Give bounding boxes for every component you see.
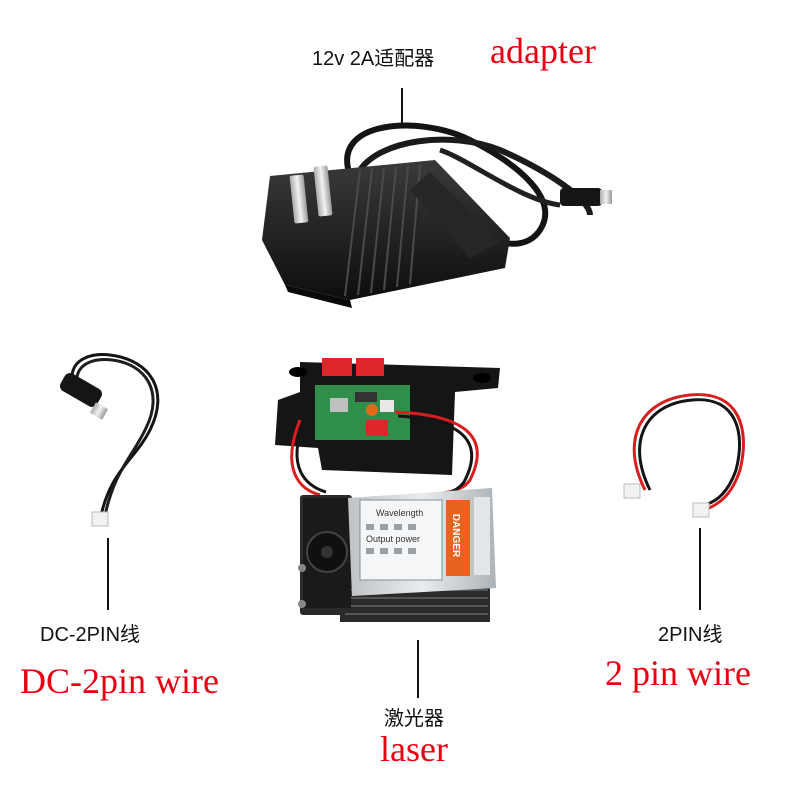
pin-wire-label-cn: 2PIN线	[658, 624, 723, 646]
laser-label-en: laser	[380, 729, 448, 769]
danger-label: DANGER	[450, 513, 462, 558]
driver-board	[275, 358, 500, 475]
pin-wire-label-en: 2 pin wire	[605, 653, 751, 693]
adapter-label-cn: 12v 2A适配器	[312, 48, 435, 70]
board-to-laser-wires	[290, 419, 321, 497]
dc-wire-label-en: DC-2pin wire	[20, 661, 219, 701]
output-power-label: Output power	[366, 534, 421, 544]
adapter-label-en: adapter	[490, 31, 596, 71]
wavelength-label: Wavelength	[376, 508, 424, 518]
power-adapter	[262, 122, 612, 308]
2pin-wire	[623, 393, 745, 518]
laser-module	[298, 488, 496, 622]
laser-label-cn: 激光器	[384, 708, 444, 730]
dc-2pin-wire	[60, 353, 160, 527]
dc-wire-label-cn: DC-2PIN线	[40, 624, 141, 646]
